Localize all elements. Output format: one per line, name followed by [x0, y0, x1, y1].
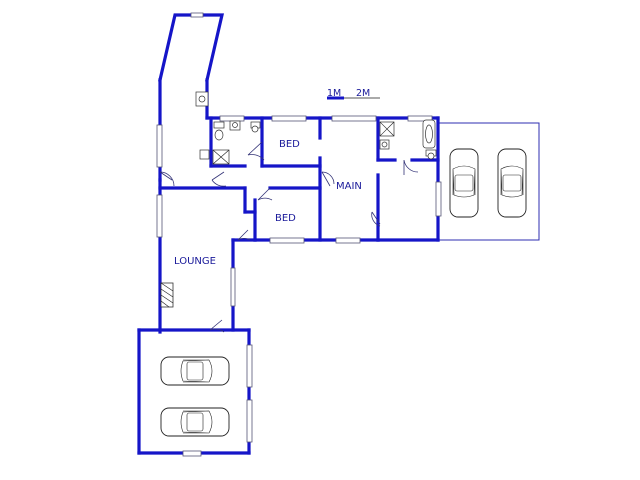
room-label-lounge: LOUNGE: [174, 256, 216, 267]
bathtub-icon: [422, 119, 436, 149]
cars: [160, 148, 527, 437]
room-label-main: MAIN: [336, 181, 362, 192]
fireplace-icon: [160, 282, 174, 308]
shower-icon: [212, 121, 395, 165]
scale-label-1m: 1M: [327, 88, 341, 99]
car-icon: [160, 407, 230, 437]
windows: [156, 12, 442, 457]
room-label-bed-middle: BED: [275, 213, 296, 224]
walls: [137, 13, 440, 455]
doors: [159, 141, 419, 333]
room-label-bed-top: BED: [279, 139, 300, 150]
toilet-icon: [213, 121, 437, 160]
basin-icon: [195, 91, 390, 160]
car-icon: [497, 148, 527, 218]
car-icon: [449, 148, 479, 218]
scale-label-2m: 2M: [356, 88, 370, 99]
car-icon: [160, 356, 230, 386]
scale-bar: 1M 2M: [327, 88, 380, 100]
